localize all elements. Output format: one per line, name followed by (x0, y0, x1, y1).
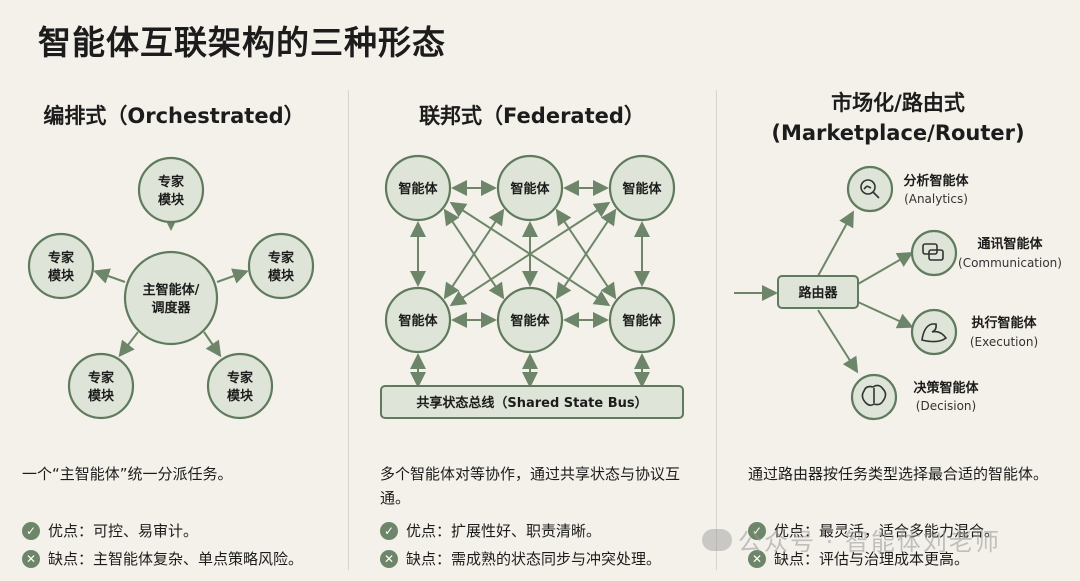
svg-text:专家: 专家 (88, 370, 115, 386)
svg-text:智能体: 智能体 (398, 313, 438, 329)
orchestrated-description: 一个“主智能体”统一分派任务。 (22, 465, 233, 483)
federated-heading: 联邦式（Federated） (419, 104, 645, 128)
center-line2: 调度器 (151, 300, 191, 316)
svg-text:智能体: 智能体 (398, 181, 438, 197)
analytics-icon (860, 179, 880, 199)
svg-text:(Analytics): (Analytics) (904, 192, 968, 206)
federated-description: 多个智能体对等协作，通过共享状态与协议互通。 (380, 465, 681, 507)
expert-module-left: 专家 模块 (27, 232, 95, 300)
column-divider (716, 90, 717, 570)
svg-text:智能体: 智能体 (510, 313, 550, 329)
edge (817, 210, 854, 277)
edge (118, 331, 139, 358)
svg-text:决策智能体: 决策智能体 (913, 380, 979, 396)
edge (93, 268, 126, 284)
router-node: 路由器 (777, 275, 859, 309)
center-node: 主智能体/ 调度器 (123, 250, 219, 346)
agent-node: 智能体 (384, 286, 452, 354)
orchestrated-heading: 编排式（Orchestrated） (43, 104, 305, 128)
edge (857, 301, 914, 329)
orchestrated-con: ✕ 缺点：主智能体复杂、单点策略风险。 (22, 548, 303, 569)
federated-panel: 联邦式（Federated） 智能体 智能体 (348, 86, 716, 576)
svg-text:智能体: 智能体 (510, 181, 550, 197)
chat-icon (922, 243, 944, 261)
decision-agent: 决策智能体 (Decision) (850, 373, 979, 421)
svg-text:专家: 专家 (48, 250, 75, 266)
marketplace-con: ✕ 缺点：评估与治理成本更高。 (748, 548, 969, 569)
orchestrated-pro: ✓ 优点：可控、易审计。 (22, 520, 198, 541)
check-icon: ✓ (22, 521, 40, 540)
expert-module-bottom-right: 专家 模块 (206, 352, 274, 420)
svg-text:模块: 模块 (227, 388, 254, 404)
svg-text:路由器: 路由器 (798, 285, 838, 301)
edge (449, 201, 611, 307)
muscle-icon (921, 323, 948, 343)
svg-text:模块: 模块 (268, 268, 295, 284)
svg-text:模块: 模块 (158, 192, 185, 208)
execution-agent: 执行智能体 (Execution) (910, 308, 1038, 356)
agent-node: 智能体 (496, 154, 564, 222)
cross-icon: ✕ (748, 549, 766, 568)
svg-text:模块: 模块 (88, 388, 115, 404)
brain-icon (861, 384, 887, 407)
svg-text:智能体: 智能体 (622, 181, 662, 197)
agent-node: 智能体 (496, 286, 564, 354)
svg-text:通讯智能体: 通讯智能体 (977, 236, 1043, 252)
center-line1: 主智能体/ (143, 282, 200, 298)
svg-text:分析智能体: 分析智能体 (903, 173, 969, 189)
svg-text:共享状态总线（Shared State Bus）: 共享状态总线（Shared State Bus） (416, 395, 647, 411)
svg-text:执行智能体: 执行智能体 (971, 315, 1037, 331)
communication-agent: 通讯智能体 (Communication) (910, 229, 1062, 277)
federated-con: ✕ 缺点：需成熟的状态同步与冲突处理。 (380, 548, 661, 569)
edge (216, 268, 249, 284)
svg-text:智能体: 智能体 (622, 313, 662, 329)
page-title: 智能体互联架构的三种形态 (38, 23, 446, 62)
cross-icon: ✕ (22, 549, 40, 568)
orchestrated-panel: 编排式（Orchestrated） 主智能体/ 调度器 专家 模块 专家 模块 (0, 86, 348, 576)
shared-state-bus: 共享状态总线（Shared State Bus） (380, 385, 684, 419)
svg-text:专家: 专家 (158, 174, 185, 190)
svg-text:专家: 专家 (268, 250, 295, 266)
federated-diagram: 智能体 智能体 智能体 智能体 智能体 智能体 共享状态总线（Shared St… (380, 154, 684, 419)
marketplace-pro: ✓ 优点：最灵活，适合多能力混合。 (748, 520, 999, 541)
check-icon: ✓ (748, 521, 766, 540)
orchestrated-diagram: 主智能体/ 调度器 专家 模块 专家 模块 专家 模块 专家 模块 专家 模块 (27, 156, 315, 420)
watermark: 公众号 · 智能体刘老师 (702, 522, 1001, 557)
agent-node: 智能体 (608, 286, 676, 354)
marketplace-panel: 市场化/路由式 (Marketplace/Router) 路由器 分析智能体 (… (716, 86, 1080, 576)
agent-node: 智能体 (608, 154, 676, 222)
svg-text:(Communication): (Communication) (958, 256, 1062, 270)
expert-module-top: 专家 模块 (137, 156, 205, 224)
analytics-agent: 分析智能体 (Analytics) (846, 165, 969, 213)
svg-text:模块: 模块 (48, 268, 75, 284)
wechat-icon (702, 528, 732, 551)
cross-icon: ✕ (380, 549, 398, 568)
expert-module-right: 专家 模块 (247, 232, 315, 300)
check-icon: ✓ (380, 521, 398, 540)
agent-node: 智能体 (384, 154, 452, 222)
federated-pro: ✓ 优点：扩展性好、职责清晰。 (380, 520, 601, 541)
edge (817, 309, 859, 374)
marketplace-heading: 市场化/路由式 (Marketplace/Router) (771, 91, 1025, 145)
marketplace-diagram: 路由器 分析智能体 (Analytics) 通讯智能体 (Communicati… (734, 165, 1062, 421)
edge (203, 331, 222, 358)
svg-text:专家: 专家 (227, 370, 254, 386)
expert-module-bottom-left: 专家 模块 (67, 352, 135, 420)
column-divider (348, 90, 349, 570)
svg-text:(Decision): (Decision) (916, 399, 976, 413)
marketplace-description: 通过路由器按任务类型选择最合适的智能体。 (748, 465, 1049, 483)
edge (857, 252, 914, 285)
svg-text:(Execution): (Execution) (970, 335, 1038, 349)
